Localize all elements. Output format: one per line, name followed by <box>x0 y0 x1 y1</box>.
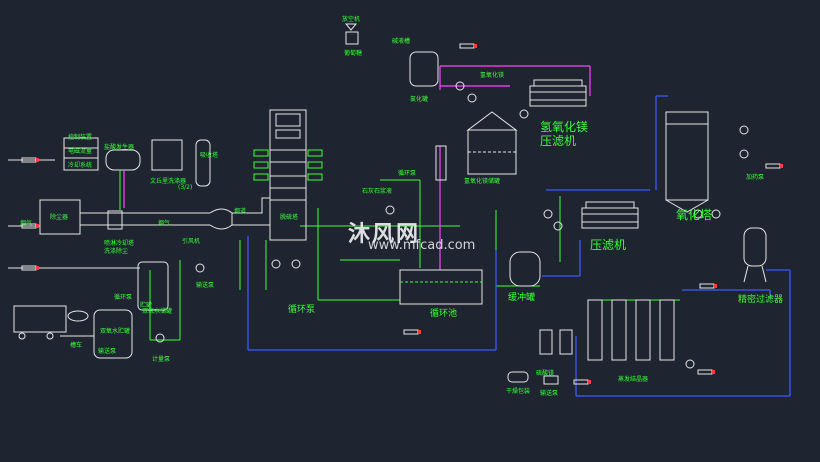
label-oxidizer: 氢氧化镁 <box>480 72 505 79</box>
label-limestone: 石灰石浆液 <box>362 188 393 195</box>
dosing-equipment <box>344 23 518 181</box>
label-water-pump: 计量泵 <box>152 356 171 363</box>
watermark-url: www.mfcad.com <box>368 238 476 253</box>
instrument-tags <box>21 43 781 385</box>
buffer-tank-shape <box>509 251 541 287</box>
watermark-brand: 沐风网 <box>348 222 421 247</box>
label-quench-pump: 循环泵 <box>114 294 133 301</box>
label-feed-chain: 葡萄糖 <box>344 50 363 57</box>
label-press-filter-1: 氢氧化镁 压滤机 <box>540 120 589 148</box>
label-blower: 放空机 <box>342 16 361 23</box>
label-flue-gas-1: 烟气 <box>20 220 33 227</box>
label-dust-collector: 除尘器 <box>50 214 69 221</box>
label-precision-filter: 精密过滤器 <box>738 295 784 305</box>
green-piping <box>119 170 680 341</box>
label-dryer-sub: 硫酸镁 <box>536 370 555 377</box>
label-dryer: 干燥包装 <box>506 388 531 395</box>
pump-symbols <box>155 81 749 369</box>
label-flue: 烟道 <box>234 208 247 215</box>
label-pump-a: 输送泵 <box>196 282 215 289</box>
label-recirc-pump: 循环泵 <box>288 305 316 315</box>
label-truck: 槽车 <box>70 342 83 349</box>
label-control-2: 电磁流量 <box>68 148 93 155</box>
label-neutral-tank: 双氧水储罐 <box>142 308 173 315</box>
press-filter-top <box>529 79 587 107</box>
label-venturi-sub: (3/2) <box>178 184 193 191</box>
precision-filter-shape <box>743 227 767 283</box>
oxidation-tower <box>665 111 709 213</box>
flue-duct <box>8 159 270 269</box>
recirculation-tank <box>399 269 483 305</box>
label-water-tank: 双氧水贮罐 <box>100 328 131 335</box>
label-flue-gas-2: 烟气 <box>158 220 171 227</box>
scrubber-tower <box>253 109 323 241</box>
label-acid-generator: 盐酸发生器 <box>104 144 135 151</box>
label-pump-c: 输送泵 <box>540 390 559 397</box>
evaporator-train <box>507 299 675 385</box>
label-absorber: 吸收塔 <box>200 152 219 159</box>
label-spray-note-2: 洗涤除尘 <box>104 248 129 255</box>
label-oxidation-tower: 氧化塔 <box>676 208 713 222</box>
label-mid-pump: 循环泵 <box>398 170 417 177</box>
label-pump-b: 输送泵 <box>98 348 117 355</box>
left-equipment <box>13 137 211 359</box>
label-pump-d: 加药泵 <box>746 174 765 181</box>
label-spray-note-1: 喷淋冷却塔 <box>104 240 135 247</box>
label-chlorination-tank: 氯化罐 <box>410 96 429 103</box>
label-buffer-tank: 缓冲罐 <box>508 293 536 303</box>
magenta-piping <box>123 65 591 270</box>
label-control-1: 控制装置 <box>68 134 93 141</box>
label-control-3: 冷却系统 <box>68 162 93 169</box>
label-scrubber: 脱硫塔 <box>280 214 299 221</box>
label-alkali-tank: 碱液槽 <box>392 38 411 45</box>
label-recirc-tank: 循环池 <box>430 309 458 319</box>
label-fan: 引风机 <box>182 238 201 245</box>
press-filter-mid <box>581 201 639 229</box>
blue-piping <box>247 95 791 397</box>
label-press-filter-2: 压滤机 <box>590 238 627 252</box>
label-mg-settler: 氢氧化镁储罐 <box>464 178 501 185</box>
label-evaporator: 蒸发结晶器 <box>618 376 649 383</box>
label-venturi: 文丘里洗涤器 <box>150 178 187 185</box>
instrument-tag-caps <box>36 44 783 384</box>
label-tank-a: 贮罐 <box>140 302 153 309</box>
